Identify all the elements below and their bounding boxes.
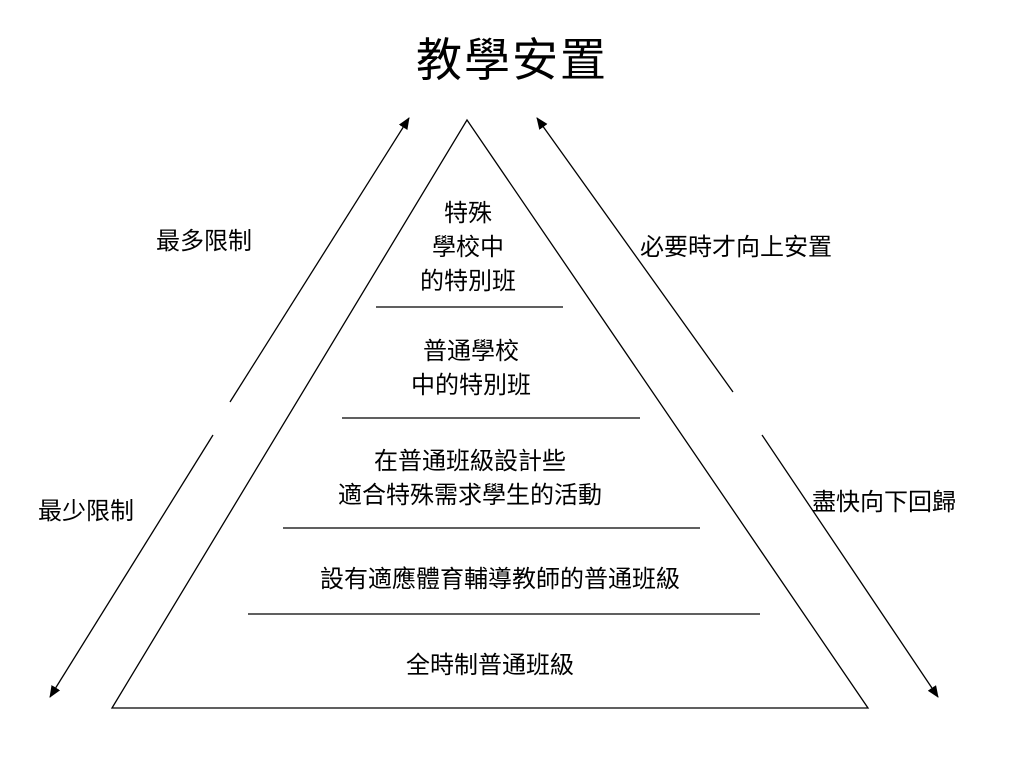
tier-label-regular-class-activities: 在普通班級設計些 適合特殊需求學生的活動 bbox=[338, 447, 602, 509]
tier-label-special-class: 普通學校 中的特別班 bbox=[411, 337, 531, 399]
tier-label-regular-class-with-pe-teacher: 設有適應體育輔導教師的普通班級 bbox=[320, 565, 680, 593]
left-top-label: 最多限制 bbox=[156, 227, 252, 255]
tier-label-full-time-regular-class: 全時制普通班級 bbox=[406, 651, 574, 679]
right-top-label: 必要時才向上安置 bbox=[640, 233, 832, 261]
left-up-arrow bbox=[229, 117, 410, 403]
tier-label-special-school: 特殊 學校中 的特別班 bbox=[420, 199, 516, 295]
diagram-title: 教學安置 bbox=[416, 33, 608, 87]
right-down-arrow bbox=[761, 434, 939, 698]
right-up-arrow bbox=[536, 117, 734, 393]
right-bottom-label: 盡快向下回歸 bbox=[812, 488, 956, 516]
left-bottom-label: 最少限制 bbox=[38, 497, 134, 525]
pyramid-outline bbox=[110, 118, 870, 709]
left-down-arrow bbox=[49, 434, 214, 698]
